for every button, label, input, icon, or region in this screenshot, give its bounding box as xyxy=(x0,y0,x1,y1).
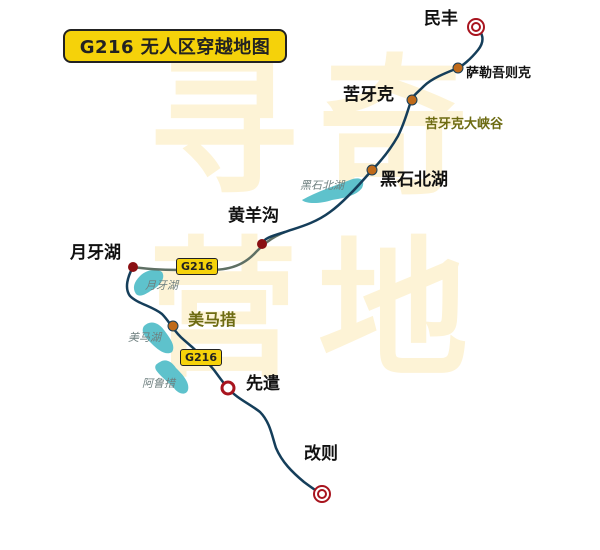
endpoint-gaize-marker xyxy=(313,485,331,503)
route-g216-south-section xyxy=(125,265,324,496)
lake-label-alucuo: 阿鲁措 xyxy=(142,377,175,390)
label-xianqian: 先遣 xyxy=(246,374,280,394)
stop-huangyanggou xyxy=(257,239,267,249)
watermark-glyph: 地 xyxy=(318,224,468,398)
stop-yueyahu xyxy=(128,262,138,272)
label-sale: 萨勒吾则克 xyxy=(466,66,532,81)
label-meimacuo: 美马措 xyxy=(188,310,237,329)
label-heishi-beihu: 黑石北湖 xyxy=(380,170,448,190)
watermark: 寻 奇 营 地 xyxy=(148,42,468,398)
lakes xyxy=(133,178,364,394)
map-title: G216 无人区穿越地图 xyxy=(63,29,287,63)
route-g216-blue-section xyxy=(260,25,484,246)
stop-meimacuo xyxy=(167,320,179,332)
lake-yueyahu-shape xyxy=(133,269,164,296)
lake-label-meimahu: 美马湖 xyxy=(128,331,161,344)
label-yueyahu: 月牙湖 xyxy=(70,243,121,263)
lake-meimahu-shape xyxy=(142,322,174,354)
label-kuyake-canyon: 苦牙克大峡谷 xyxy=(425,117,504,132)
stop-heishi-beihu xyxy=(366,164,378,176)
lake-label-yueyahu: 月牙湖 xyxy=(145,279,178,292)
watermark-glyph: 寻 xyxy=(148,42,298,216)
stop-sale xyxy=(452,62,464,74)
label-gaize: 改则 xyxy=(304,444,338,464)
route-stops xyxy=(128,62,464,396)
endpoint-minfeng-marker xyxy=(467,18,485,36)
stop-kuyake xyxy=(406,94,418,106)
lake-alucuo-shape xyxy=(155,360,189,394)
route-shield-g216: G216 xyxy=(180,349,222,366)
label-kuyake: 苦牙克 xyxy=(343,85,394,105)
lake-heishi-beihu-shape xyxy=(302,178,364,203)
route-shield-g216: G216 xyxy=(176,258,218,275)
lake-label-heishi-beihu: 黑石北湖 xyxy=(300,179,344,192)
stop-xianqian xyxy=(220,380,236,396)
label-minfeng: 民丰 xyxy=(424,9,458,29)
label-huangyanggou: 黄羊沟 xyxy=(228,206,279,226)
